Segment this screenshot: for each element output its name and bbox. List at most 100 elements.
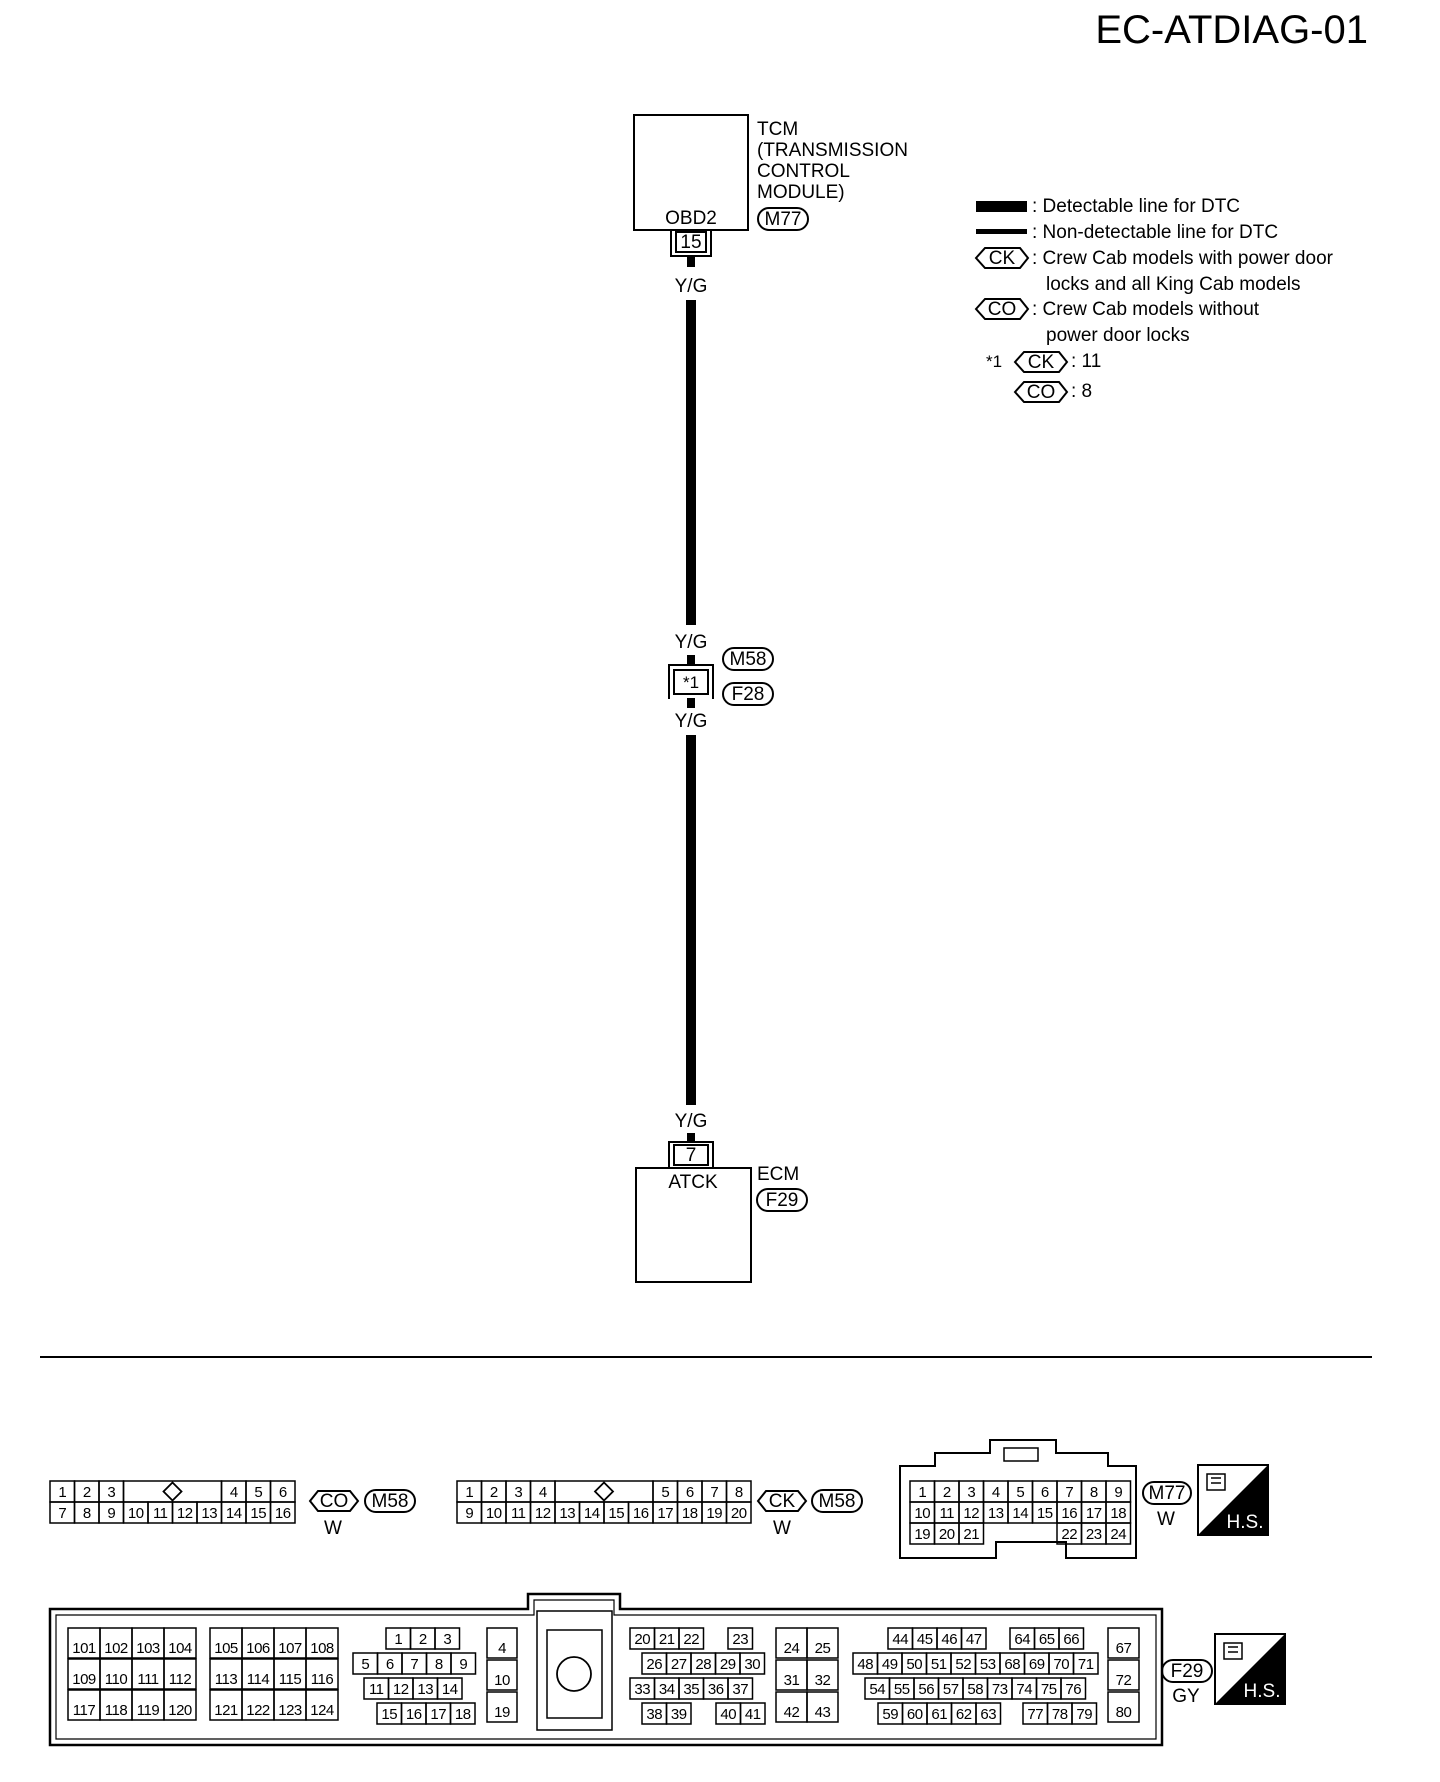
terminal-number: 14 [442,1681,458,1698]
f29-cell-33: 33 [629,1677,656,1700]
terminal-number: 49 [882,1656,898,1673]
terminal-number: 68 [1004,1656,1020,1673]
f29-cell-15: 15 [376,1702,403,1725]
f29-cell-114: 114 [241,1658,275,1690]
m77-cell-8: 8 [1080,1480,1107,1503]
terminal-number: 57 [943,1681,959,1698]
wire-color-label-3: Y/G [675,711,708,732]
m58-ck-connector-id: M58 [819,1491,856,1512]
terminal-number: 1 [394,1631,402,1648]
f29-cell-24: 24 [775,1627,808,1659]
terminal-number: 38 [646,1706,662,1723]
terminal-number: 2 [83,1484,91,1501]
m58-ck-cell-2: 2 [480,1480,507,1503]
m58-co-variant-tag [308,1490,360,1512]
f29-cell-110: 110 [99,1658,133,1690]
m58-co-connector-id: M58 [372,1491,409,1512]
legend-note-co-text: CO [1027,382,1056,403]
terminal-number: 33 [634,1681,650,1698]
f29-cell-22: 22 [678,1627,705,1650]
terminal-number: 17 [1086,1505,1102,1522]
terminal-number: 46 [941,1631,957,1648]
terminal-number: 56 [918,1681,934,1698]
m77-cell-15: 15 [1031,1501,1058,1524]
terminal-number: 18 [682,1505,698,1522]
terminal-number: 2 [419,1631,427,1648]
terminal-number: 17 [430,1706,446,1723]
ecm-connector-id: F29 [766,1190,799,1211]
m58-co-connector-tag [364,1489,416,1513]
m58-co-cell-15: 15 [245,1501,272,1524]
f29-cell-69: 69 [1023,1652,1050,1675]
f29-cell-45: 45 [911,1627,938,1650]
legend-ck-line-1: : Crew Cab models with power door [1032,248,1334,269]
terminal-number: 19 [494,1704,510,1721]
terminal-number: 35 [683,1681,699,1698]
terminal-number: 63 [980,1706,996,1723]
terminal-number: 122 [246,1702,270,1719]
terminal-number: 53 [980,1656,996,1673]
terminal-number: 39 [671,1706,687,1723]
terminal-number: 3 [514,1484,522,1501]
m58-co-cell-7: 7 [49,1501,76,1524]
terminal-number: 115 [279,1671,302,1688]
terminal-number: 5 [1016,1484,1024,1501]
m58-ck-color: W [773,1518,791,1539]
terminal-number: 16 [406,1706,422,1723]
legend-note-co-tag [1013,381,1069,403]
f29-cell-102: 102 [99,1627,133,1659]
f29-hs-icon: H.S. [1214,1633,1286,1705]
f29-cell-64: 64 [1009,1627,1036,1650]
f29-cell-13: 13 [412,1677,439,1700]
terminal-number: 16 [633,1505,649,1522]
tcm-terminal: 15 [680,232,701,253]
terminal-number: 118 [105,1702,128,1719]
terminal-number: 4 [230,1484,238,1501]
terminal-number: 44 [892,1631,908,1648]
terminal-number: 16 [1061,1505,1077,1522]
f29-cell-75: 75 [1035,1677,1062,1700]
terminal-number: 5 [661,1484,669,1501]
f29-cell-46: 46 [936,1627,963,1650]
m77-cell-20: 20 [933,1522,960,1545]
f29-cell-48: 48 [852,1652,879,1675]
terminal-number: 14 [584,1505,600,1522]
terminal-number: 11 [511,1505,526,1522]
f29-cell-106: 106 [241,1627,275,1659]
terminal-number: 15 [1037,1505,1053,1522]
terminal-number: 1 [918,1484,926,1501]
f29-cell-101: 101 [67,1627,101,1659]
f29-cell-71: 71 [1072,1652,1099,1675]
terminal-number: 18 [455,1706,471,1723]
f29-cell-30: 30 [739,1652,766,1675]
terminal-number: 6 [1041,1484,1049,1501]
m58-co-cell-13: 13 [196,1501,223,1524]
f29-cell-119: 119 [131,1689,165,1721]
terminal-number: 8 [1090,1484,1098,1501]
f29-cell-14: 14 [436,1677,463,1700]
f29-cell-61: 61 [926,1702,953,1725]
f29-cell-47: 47 [960,1627,987,1650]
terminal-number: 24 [784,1640,800,1657]
f29-cell-73: 73 [986,1677,1013,1700]
m77-cell-9: 9 [1105,1480,1132,1503]
m58-ck-variant-tag [756,1490,808,1512]
joint-connector-top: M58 [730,649,767,670]
f29-cell-76: 76 [1060,1677,1087,1700]
connector-m58-co-labels: CO M58 W [308,1489,416,1539]
f29-cell-63: 63 [975,1702,1002,1725]
terminal-number: 114 [247,1671,270,1688]
m77-cell-1: 1 [909,1480,936,1503]
terminal-number: 80 [1116,1704,1132,1721]
f29-cell-6: 6 [376,1652,403,1675]
wire-color-label-4: Y/G [675,1111,708,1132]
terminal-number: 69 [1029,1656,1045,1673]
f29-cell-80: 80 [1107,1691,1140,1723]
ecm-pin-name: ATCK [668,1172,718,1193]
legend-note-ck-text: CK [1028,352,1055,373]
f29-cell-55: 55 [888,1677,915,1700]
tcm-connector-tag [757,207,809,231]
terminal-number: 10 [494,1672,510,1689]
m58-ck-cell-13: 13 [554,1501,581,1524]
